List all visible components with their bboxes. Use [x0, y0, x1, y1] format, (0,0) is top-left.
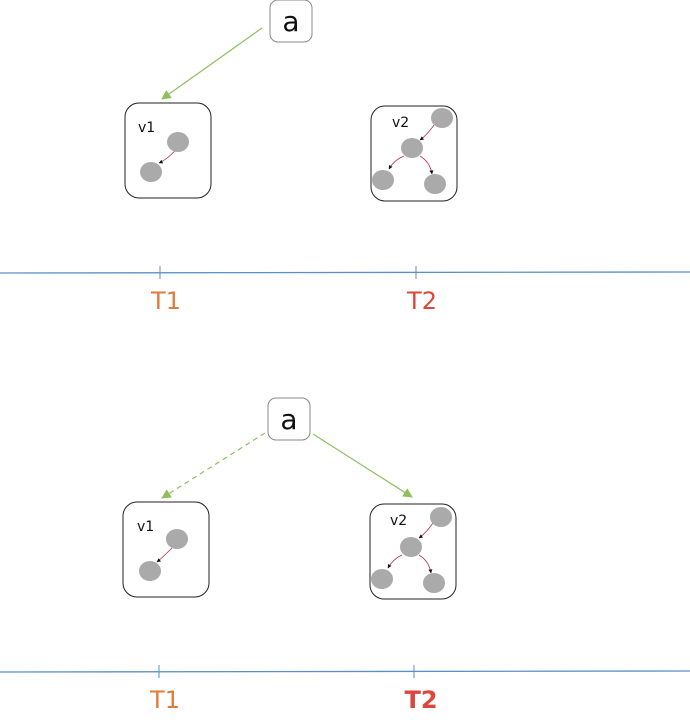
tree-edge — [388, 155, 405, 170]
timeline: T1 T2 — [0, 665, 690, 714]
tree-edge — [418, 522, 434, 539]
pointer-arrow-to-v1-dashed — [161, 432, 266, 499]
tick-label-t2: T2 — [406, 287, 437, 315]
tick-label-t1: T1 — [149, 686, 180, 714]
tree-edge — [419, 124, 435, 141]
tree-edge — [158, 149, 177, 164]
tree-node — [166, 529, 188, 549]
pointer-node: a — [267, 397, 311, 441]
version-label: v2 — [390, 513, 407, 529]
pointer-node: a — [269, 0, 313, 43]
tree-node — [431, 108, 453, 128]
tree-edge — [387, 554, 403, 569]
tree-node — [372, 170, 394, 190]
version-box-v1: v1 — [122, 501, 210, 598]
tree-node — [167, 132, 189, 152]
panel-top: a v1 v2 — [0, 0, 690, 315]
tree-node — [430, 507, 452, 527]
version-label: v1 — [137, 519, 154, 535]
timeline: T1 T2 — [0, 266, 690, 315]
tick-label-t2: T2 — [404, 686, 437, 714]
version-box-v2: v2 — [369, 503, 457, 600]
version-box-v1: v1 — [124, 102, 212, 199]
tree-node — [424, 174, 446, 194]
tree-edge — [156, 547, 173, 563]
pointer-arrow-to-v1 — [161, 27, 263, 100]
tree-node — [400, 537, 422, 557]
tree-node — [139, 561, 161, 581]
tree-node — [371, 569, 393, 589]
tree-node — [140, 162, 162, 182]
tree-node — [423, 573, 445, 593]
tick-label-t1: T1 — [150, 287, 181, 315]
tree-edge — [419, 155, 434, 175]
version-box-v2: v2 — [370, 105, 458, 202]
version-label: v1 — [138, 120, 155, 136]
pointer-arrow-to-v2 — [312, 433, 413, 498]
tree-node — [401, 138, 423, 158]
version-label: v2 — [392, 115, 409, 131]
tree-edge — [418, 554, 433, 574]
panel-bottom: a v1 v2 — [0, 397, 690, 714]
pointer-label: a — [282, 5, 299, 38]
pointer-label: a — [280, 403, 297, 436]
